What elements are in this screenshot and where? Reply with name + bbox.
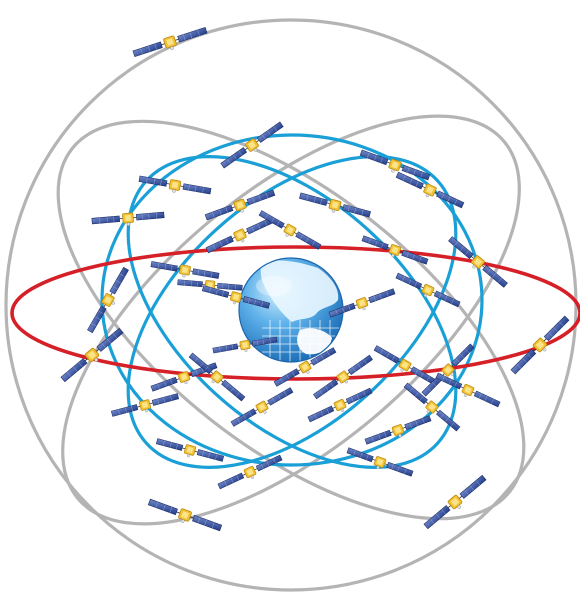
satellite-icon <box>361 235 429 265</box>
satellite-icon <box>110 393 180 417</box>
meo-orbit-vertical <box>100 133 484 467</box>
satellite-icon <box>510 315 570 375</box>
satellite-icon <box>91 211 165 226</box>
satellite-icon <box>220 121 284 169</box>
outer-orbit-tilt-left <box>56 119 526 521</box>
satellites-group <box>60 27 570 532</box>
satellite-icon <box>395 272 461 308</box>
satellite-icon <box>299 192 371 218</box>
satellite-icon <box>201 285 271 309</box>
continent-australia-shape <box>297 328 332 355</box>
outer-orbit-tilt-right <box>61 114 521 526</box>
satellite-icon <box>328 288 396 318</box>
satellite-icon <box>150 261 220 279</box>
satellite-icon <box>346 447 414 477</box>
satellite-icon <box>138 175 212 195</box>
satellite-icon <box>273 347 337 387</box>
satellite-icon <box>403 382 461 432</box>
satellite-icon <box>448 236 508 288</box>
continent-asia-shape <box>260 260 339 322</box>
satellite-icon <box>132 27 208 57</box>
satellite-icon <box>395 171 465 209</box>
satellite-icon <box>435 372 501 408</box>
satellite-icon <box>204 189 276 221</box>
satellite-icon <box>87 266 129 334</box>
globe-highlight <box>256 276 292 296</box>
satellite-icon <box>205 216 275 254</box>
satellite-icon <box>307 387 373 423</box>
earth-globe <box>238 257 344 363</box>
satellite-icon <box>188 352 246 402</box>
satellite-icon <box>212 336 278 354</box>
satellite-icon <box>364 415 432 445</box>
satellite-icon <box>359 149 431 181</box>
satellite-icon <box>258 210 322 250</box>
satellite-icon <box>60 327 124 383</box>
geo-orbit <box>10 245 580 381</box>
satellite-icon <box>147 498 223 532</box>
globe-grid <box>262 320 343 362</box>
satellite-icon <box>423 474 487 530</box>
satellite-icon <box>155 438 225 462</box>
satellite-icon <box>217 454 283 490</box>
satellite-icon <box>230 387 294 427</box>
satellite-icon <box>313 354 373 400</box>
